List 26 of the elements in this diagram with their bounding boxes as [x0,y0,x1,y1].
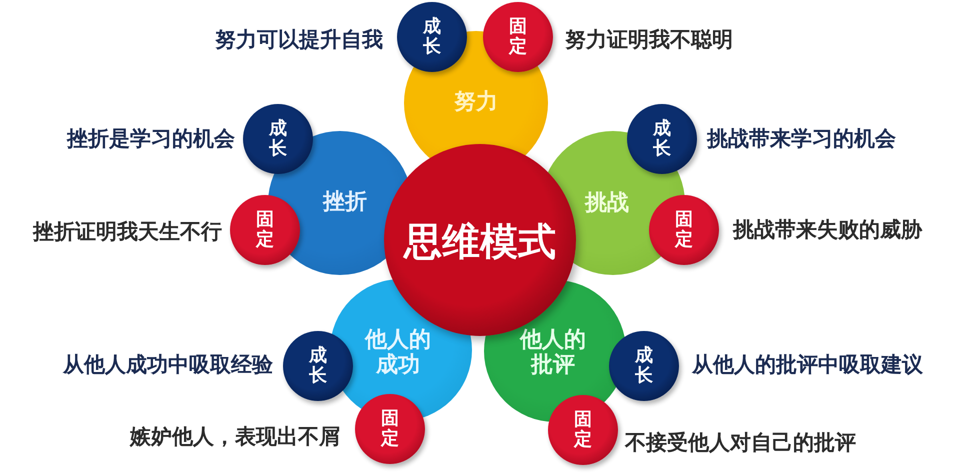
node-label: 成长 [634,346,654,386]
side-note: 挫折证明我天生不行 [33,219,222,245]
side-note: 努力可以提升自我 [215,27,383,53]
node-label: 思维模式 [404,220,556,264]
side-note: 努力证明我不聪明 [565,27,733,53]
side-note: 从他人的批评中吸取建议 [692,352,923,378]
side-note: 挫折是学习的机会 [67,126,235,152]
node-label: 他人的批评 [518,328,587,378]
node-label: 成长 [652,118,672,160]
side-note: 嫉妒他人，表现出不屑 [130,424,340,450]
side-note: 从他人成功中吸取经验 [63,352,273,378]
node-label: 努力 [453,90,499,116]
node-label: 成长 [268,118,288,160]
node-label: 固定 [254,210,275,250]
side-note: 不接受他人对自己的批评 [625,430,856,456]
node-label: 固定 [572,410,593,450]
node-label: 成长 [308,346,328,386]
side-note: 挑战带来学习的机会 [707,126,896,152]
side-note: 挑战带来失败的威胁 [733,217,922,243]
node-label: 固定 [380,408,400,450]
node-label: 固定 [508,16,528,58]
node-label: 他人的成功 [364,328,432,378]
node-label: 挫折 [322,190,368,216]
node-label: 成长 [422,16,442,58]
node-label: 挑战 [584,192,630,216]
node-label: 固定 [674,210,694,250]
